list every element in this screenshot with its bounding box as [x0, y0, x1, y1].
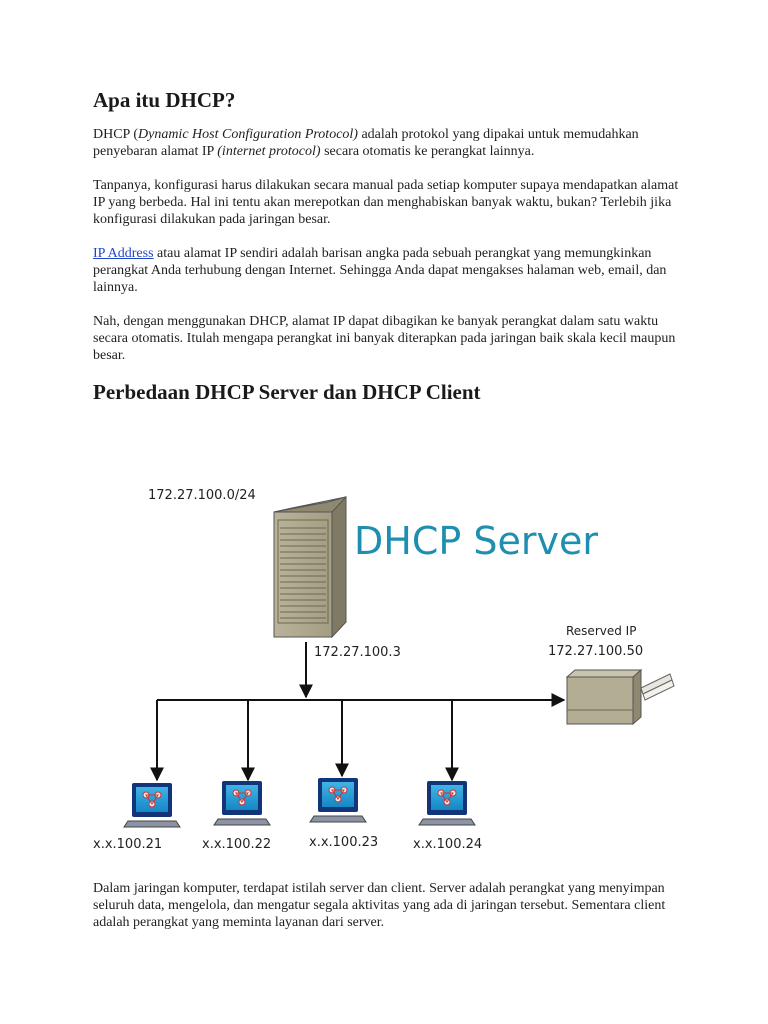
p1-text-a: DHCP ( — [93, 127, 138, 142]
client-computer-icon — [213, 781, 271, 826]
client-computer-icon — [123, 783, 181, 828]
reserved-ip-address: 172.27.100.50 — [548, 644, 643, 659]
document-body: Apa itu DHCP? DHCP (Dynamic Host Configu… — [93, 86, 683, 931]
ip-address-link[interactable]: IP Address — [93, 246, 154, 261]
p1-italic-b: Dynamic Host Configuration Protocol) — [138, 127, 358, 142]
p3-text: atau alamat IP sendiri adalah barisan an… — [93, 246, 667, 295]
network-label: 172.27.100.0/24 — [148, 488, 256, 503]
client-computer-icon — [309, 778, 367, 823]
paragraph-nah: Nah, dengan menggunakan DHCP, alamat IP … — [93, 314, 676, 363]
client-ip-label: x.x.100.22 — [202, 837, 271, 852]
dhcp-network-diagram: 172.27.100.0/24 DHCP Server 172.27.100.3… — [93, 488, 675, 852]
client-ip-label: x.x.100.24 — [413, 837, 482, 852]
paragraph-tanpanya: Tanpanya, konfigurasi harus dilakukan se… — [93, 178, 679, 227]
dhcp-server-icon — [273, 495, 347, 639]
client-ip-label: x.x.100.21 — [93, 837, 162, 852]
paragraph-server-client: Dalam jaringan komputer, terdapat istila… — [93, 881, 666, 930]
printer-icon — [565, 668, 675, 726]
dhcp-server-title: DHCP Server — [354, 519, 598, 563]
heading-perbedaan: Perbedaan DHCP Server dan DHCP Client — [93, 380, 481, 404]
reserved-ip-label: Reserved IP — [566, 624, 636, 638]
heading-apa-itu-dhcp: Apa itu DHCP? — [93, 88, 236, 112]
client-ip-label: x.x.100.23 — [309, 835, 378, 850]
p1-text-e: secara otomatis ke perangkat lainnya. — [320, 144, 535, 159]
p1-text-c: adalah protokol yang dipakai untuk memud… — [93, 127, 639, 159]
paragraph-dhcp-definition: DHCP (Dynamic Host Configuration Protoco… — [93, 126, 683, 160]
client-computer-icon — [418, 781, 476, 826]
paragraph-ip-address: IP Address atau alamat IP sendiri adalah… — [93, 245, 683, 296]
server-ip-label: 172.27.100.3 — [314, 645, 401, 660]
p1-italic-d: (internet protocol) — [217, 144, 321, 159]
